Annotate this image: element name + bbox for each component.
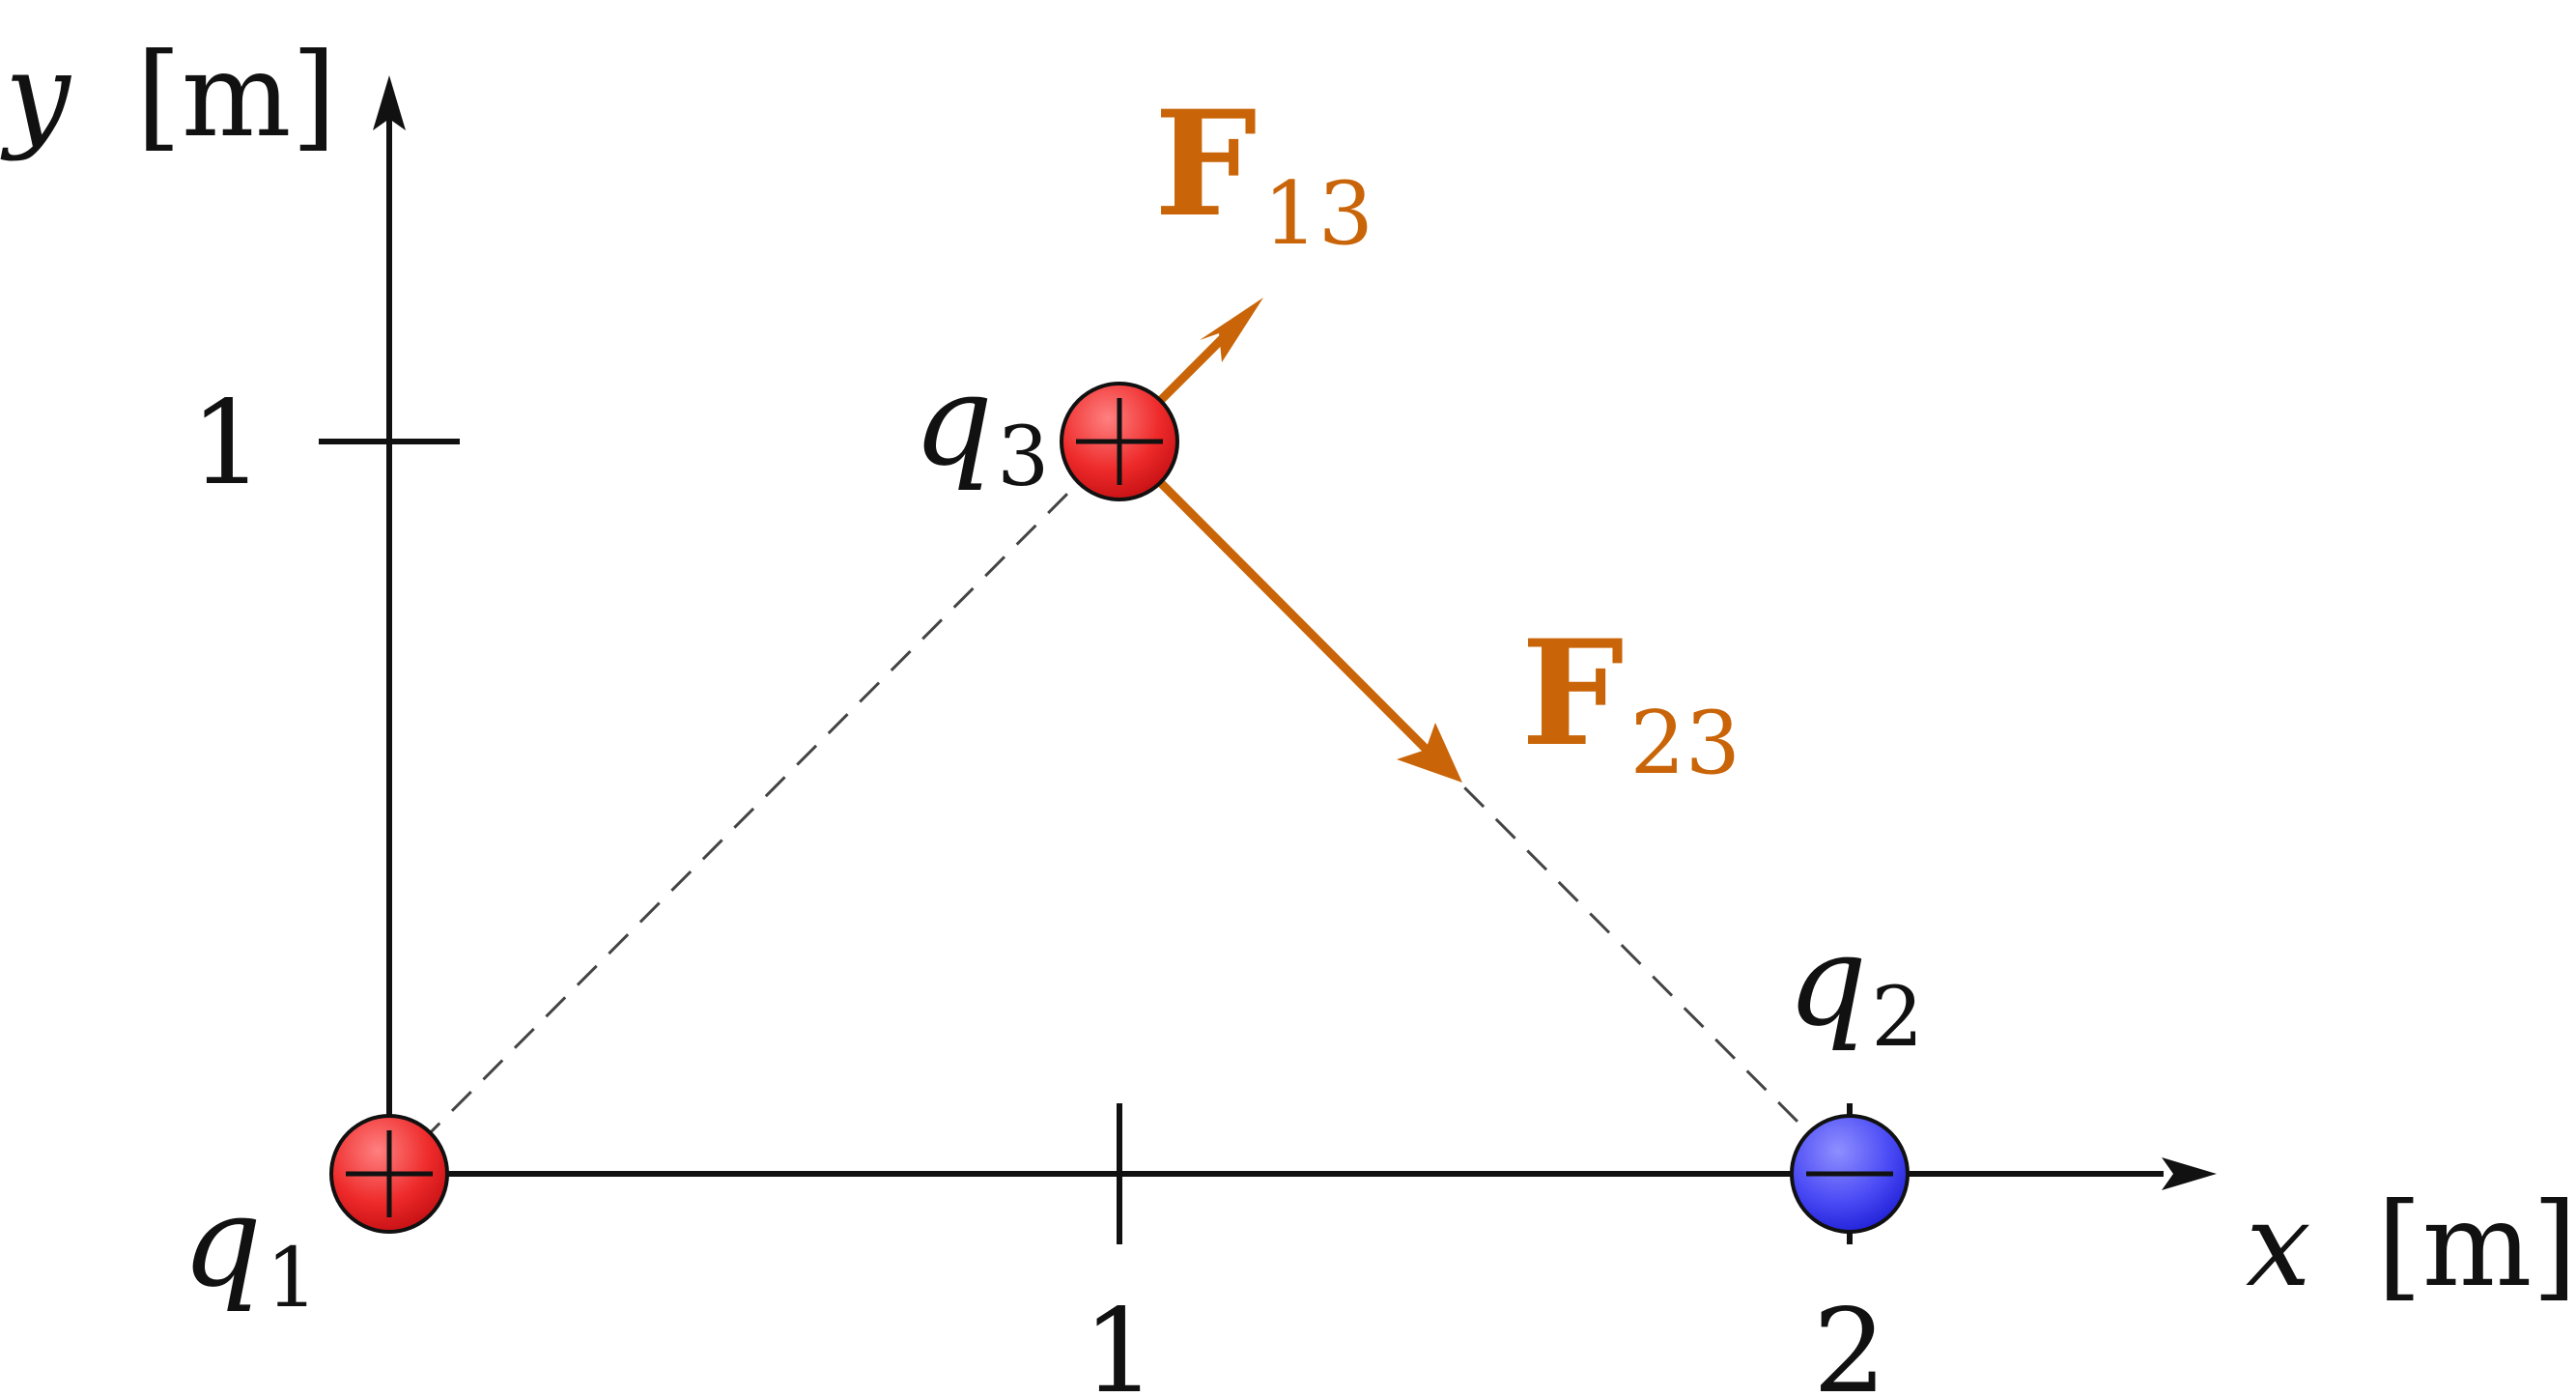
y-axis-label: y [m] <box>0 29 336 163</box>
x-tick-label-1: 1 <box>1083 1285 1156 1397</box>
x-axis-unit: [m] <box>2377 1179 2576 1313</box>
y-axis-arrowhead <box>373 75 406 130</box>
force-F13-arrowhead <box>1200 298 1263 362</box>
force-label-F23: F23 <box>1521 609 1741 794</box>
x-axis-label: x [m] <box>2246 1179 2576 1313</box>
y-tick-label-1: 1 <box>190 377 264 511</box>
charge-label-q1: q1 <box>182 1168 318 1326</box>
dashed-line-q1-q3 <box>387 440 1121 1176</box>
y-axis-symbol: y <box>0 29 72 163</box>
force-vector-F23 <box>1151 473 1433 756</box>
charge-label-q2: q2 <box>1787 907 1923 1066</box>
force-F23-arrowhead <box>1397 723 1462 783</box>
dashed-line-q3-q2 <box>1118 440 1852 1176</box>
force-label-F13: F13 <box>1154 79 1373 265</box>
charge-q2 <box>1790 1114 1910 1234</box>
x-tick-label-2: 2 <box>1813 1285 1886 1397</box>
x-axis-symbol: x <box>2246 1179 2311 1313</box>
charge-q3 <box>1060 382 1179 501</box>
x-axis-arrowhead <box>2162 1157 2217 1190</box>
y-axis-unit: [m] <box>136 29 336 163</box>
charge-label-q3: q3 <box>913 347 1049 505</box>
charge-q1 <box>329 1114 449 1234</box>
